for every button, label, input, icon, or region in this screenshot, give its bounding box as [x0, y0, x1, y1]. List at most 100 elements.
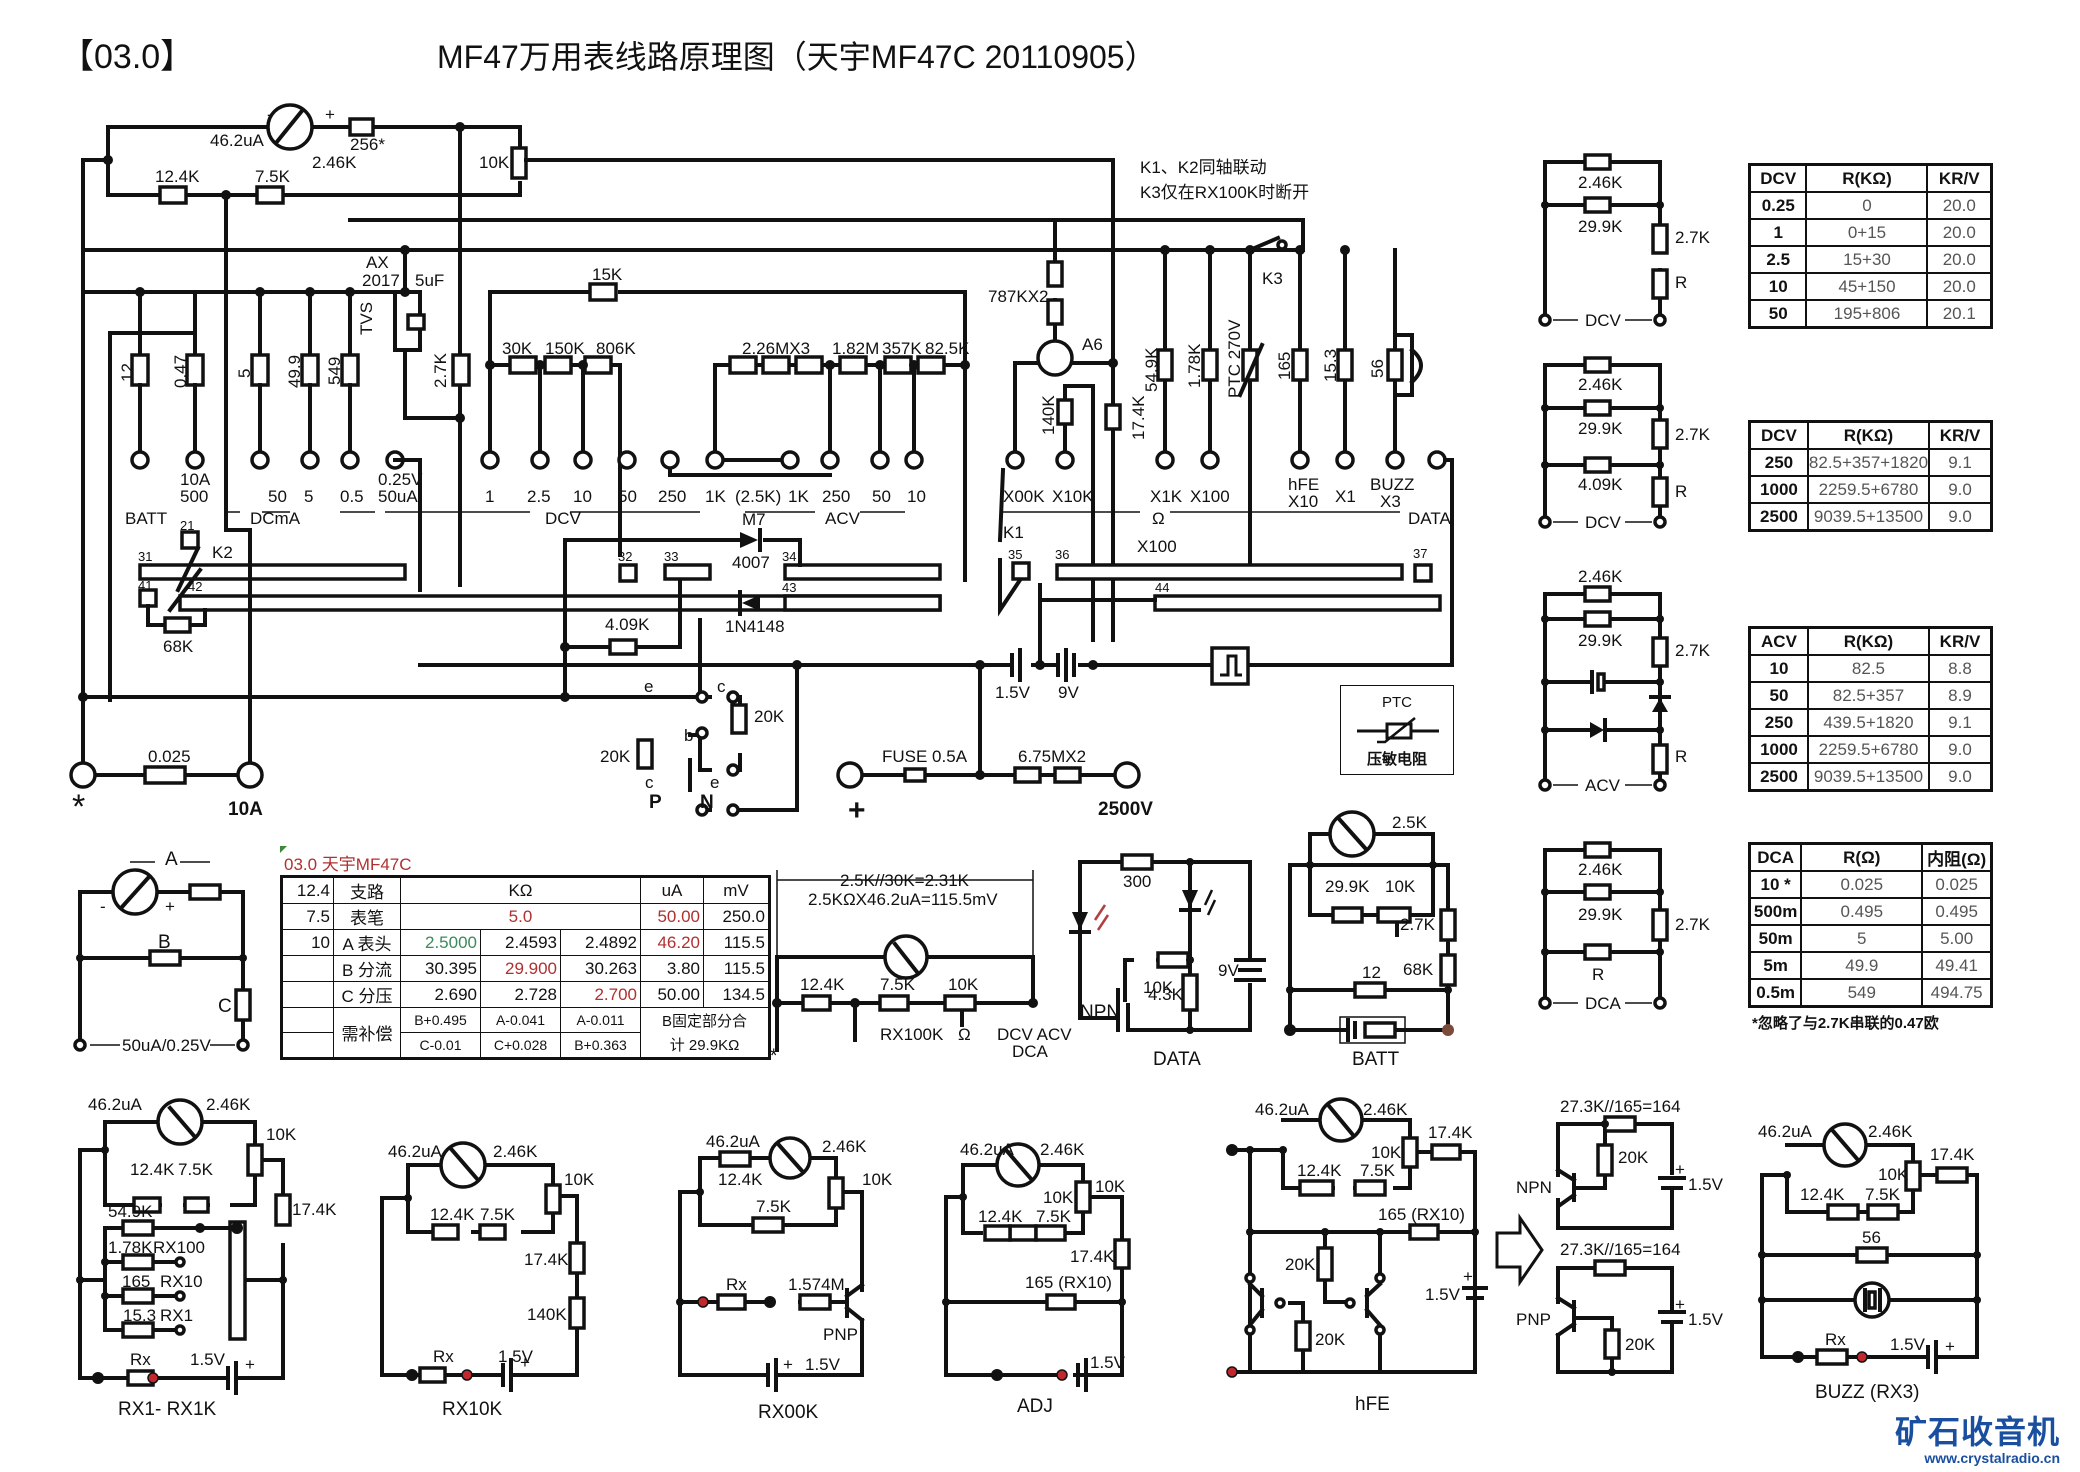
terminal-icon — [1653, 515, 1667, 529]
label-15v: 1.5V — [995, 683, 1031, 702]
calc-table: 12.4 支路 KΩ uA mV 7.5 表笔 5.0 50.00 250.0 … — [280, 875, 771, 1060]
junction-dot — [1758, 1251, 1766, 1259]
junction-dot — [764, 1296, 776, 1308]
label: Rx — [130, 1350, 151, 1369]
switch-track-34[interactable] — [783, 563, 942, 581]
resistor-symbol — [246, 1143, 264, 1177]
junction-dot — [560, 642, 570, 652]
pot-10k — [510, 146, 528, 180]
junction-dot — [404, 1194, 412, 1202]
junction-dot — [1186, 858, 1194, 866]
label: 7.5K — [880, 975, 916, 994]
switch-k2[interactable] — [167, 545, 203, 613]
jack-com[interactable] — [69, 761, 97, 789]
jack-2500v[interactable] — [1113, 761, 1141, 789]
eq1: 2.5K//30K=2.31K — [840, 871, 970, 890]
label: 12.4K — [430, 1205, 475, 1224]
wire — [1038, 583, 1157, 667]
rx10k-circuit: 46.2uA 2.46K 10K 12.4K 7.5K 17.4K 140K R… — [380, 1141, 595, 1420]
resistor-symbol — [1120, 853, 1154, 871]
switch-track-31[interactable] — [138, 563, 407, 581]
range-x00k: X00K — [1003, 487, 1045, 506]
eq2: 2.5KΩX46.2uA=115.5mV — [808, 890, 998, 909]
table-cell: 50m — [1748, 924, 1803, 953]
label: Rx — [1825, 1330, 1846, 1349]
label: 29.9K — [1578, 217, 1623, 236]
table-cell: 5 — [1800, 924, 1924, 953]
range-x100: X100 — [1190, 487, 1230, 506]
switch-track-43[interactable] — [783, 594, 942, 612]
junction-dot — [1541, 404, 1549, 412]
watermark: 矿石收音机 www.crystalradio.cn — [1895, 1414, 2060, 1466]
cell: 30.263 — [560, 955, 641, 982]
label-174k: 17.4K — [1129, 395, 1148, 440]
label: 10K — [1385, 877, 1416, 896]
resistor-symbol — [583, 355, 613, 375]
label-1n4148: 1N4148 — [725, 617, 785, 636]
terminal-icon — [174, 1324, 186, 1336]
label: 27.3K//165=164 — [1560, 1097, 1681, 1116]
wire — [1543, 592, 1662, 787]
label-4007: 4007 — [732, 553, 770, 572]
range-selector[interactable] — [228, 1220, 247, 1341]
wire — [1760, 1143, 1979, 1359]
label: 56 — [1862, 1228, 1881, 1247]
column-header: KR/V — [1928, 420, 1993, 450]
label: RX10K — [442, 1399, 503, 1420]
range-x3: X3 — [1380, 492, 1401, 511]
junction-dot — [400, 245, 410, 255]
switch-k1[interactable] — [997, 467, 1023, 617]
junction-dot — [1541, 615, 1549, 623]
label-e2: e — [710, 773, 719, 792]
dca-footnote: *忽略了与2.7K串联的0.47欧 — [1752, 1015, 1939, 1032]
junction-dot — [909, 360, 919, 370]
resistor-symbol — [1583, 841, 1612, 859]
table-cell: 2.5 — [1748, 245, 1808, 274]
table-cell: 10 — [1748, 654, 1809, 683]
resistor-symbol — [1651, 418, 1669, 450]
label-m7: M7 — [742, 510, 766, 529]
wire — [1830, 1128, 1861, 1163]
resistor-symbol — [121, 1287, 155, 1305]
wire — [81, 158, 1115, 252]
table-cell: 49.41 — [1921, 951, 1993, 980]
resistor-symbol — [618, 563, 638, 583]
resistor-symbol — [1210, 646, 1250, 686]
cell: 12.4 — [281, 876, 334, 904]
resistor-symbol — [132, 1196, 162, 1214]
jack-10a[interactable] — [236, 761, 264, 789]
table-cell: 9.0 — [1927, 735, 1993, 764]
label: 2.46K — [1578, 173, 1623, 192]
resistor-symbol — [1201, 348, 1219, 382]
resistor-symbol — [1430, 1143, 1462, 1161]
label-c1: c — [717, 677, 726, 696]
label: 2.7K — [1675, 228, 1711, 247]
table-cell: 0.495 — [1800, 897, 1924, 926]
terminal-icon — [726, 803, 740, 817]
label-165: 165 — [1275, 352, 1294, 380]
resistor-symbol — [508, 355, 538, 375]
table-cell: 9.0 — [1927, 762, 1993, 792]
junction-dot — [231, 1222, 243, 1234]
switch-track-36[interactable] — [1055, 563, 1404, 581]
minus: - — [100, 897, 106, 916]
label: 9V — [1218, 961, 1239, 980]
plus: + — [520, 1353, 530, 1372]
junction-dot — [1205, 245, 1215, 255]
jack-plus[interactable] — [836, 761, 864, 789]
label: 10K — [1143, 978, 1174, 997]
resistor-symbol — [1413, 563, 1433, 583]
range-acv-10: 10 — [907, 487, 926, 506]
wire — [1288, 832, 1450, 1032]
pad-41: 41 — [138, 578, 152, 593]
switch-track-44[interactable] — [1153, 594, 1442, 612]
column-header: KR/V — [1927, 626, 1993, 656]
resistor-symbol — [1935, 1166, 1969, 1184]
table-cell: 49.9 — [1800, 951, 1924, 980]
plus: + — [1675, 1295, 1685, 1314]
cell: B固定部分合 — [640, 1007, 770, 1033]
